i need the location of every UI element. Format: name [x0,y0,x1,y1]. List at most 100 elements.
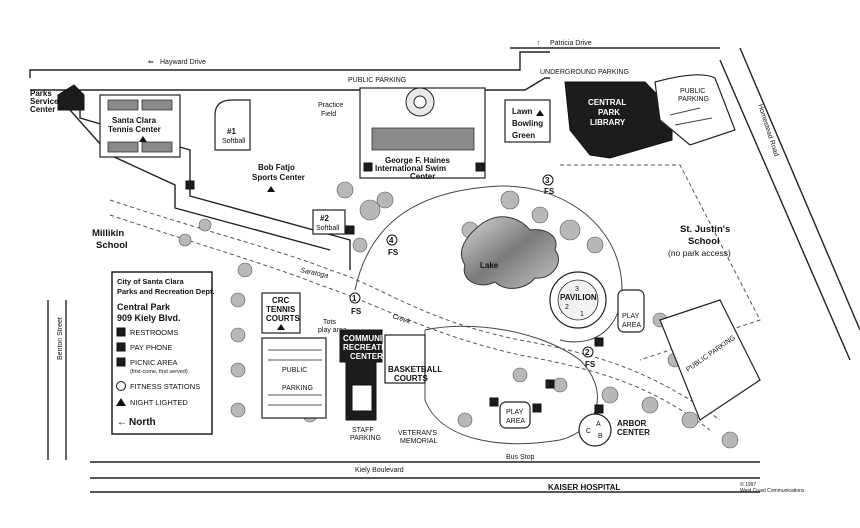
arbor-center: A C B ARBOR CENTER [578,413,650,447]
svg-text:AREA: AREA [506,418,525,425]
pay-phone-icon [116,342,126,352]
public-parking-se: PUBLIC PARKING [659,299,761,421]
pavilion: PAVILION 3 2 1 [549,271,607,329]
svg-text:PARKING: PARKING [282,385,313,392]
svg-text:City of Santa Clara: City of Santa Clara [117,277,185,286]
picnic-area-icon [489,397,499,407]
svg-text:Santa Clara: Santa Clara [112,116,157,125]
public-parking-top-label: PUBLIC PARKING [348,77,406,84]
basketball-courts: BASKETBALL COURTS [384,334,442,384]
homestead-road-label: Homestead Road [756,103,780,157]
kiely-boulevard-label: Kiely Boulevard [355,467,404,474]
fitness-station-4: 4 FS [386,234,399,257]
svg-text:Field: Field [321,111,336,118]
svg-text:STAFF: STAFF [352,427,374,434]
svg-text:LIBRARY: LIBRARY [590,118,626,127]
svg-text:School: School [96,240,128,251]
svg-text:Saratoga: Saratoga [300,267,329,280]
night-lighted-icon [277,324,285,330]
svg-text:Millikin: Millikin [92,228,124,239]
svg-text:play area: play area [318,327,347,334]
svg-text:CENTRAL: CENTRAL [588,98,626,107]
bob-fatjo-sports-center: Bob Fatjo Sports Center [252,163,305,192]
svg-text:PLAY: PLAY [506,409,524,416]
svg-text:Tennis Center: Tennis Center [108,125,161,134]
svg-text:CENTER: CENTER [617,428,650,437]
svg-text:(no park access): (no park access) [668,248,731,258]
lawn-bowling-green: Lawn Bowling Green [504,99,551,143]
restroom-icon [594,404,604,414]
svg-text:FITNESS STATIONS: FITNESS STATIONS [130,382,200,391]
community-recreation-center: Tots play area COMMUNITY RECREATION CENT… [318,319,396,442]
softball-field-2: #2 Softball [312,209,346,235]
svg-text:PICNIC AREA: PICNIC AREA [130,358,178,367]
svg-text:RESTROOMS: RESTROOMS [130,328,178,337]
svg-text:CENTER: CENTER [350,352,383,361]
svg-text:RECREATION: RECREATION [343,343,396,352]
svg-text:PAVILION: PAVILION [560,293,597,302]
svg-text:3: 3 [575,286,579,293]
svg-text:4: 4 [389,236,394,245]
legend: City of Santa Clara Parks and Recreation… [111,271,215,435]
patricia-drive-label: Patricia Drive [550,40,592,47]
night-lighted-icon [116,398,126,406]
saratoga-creek: Saratoga Creek [109,199,721,431]
fitness-station-3: 3 FS [542,174,555,196]
svg-text:NIGHT LIGHTED: NIGHT LIGHTED [130,398,188,407]
svg-text:Lawn: Lawn [512,107,533,116]
svg-text:2: 2 [565,304,569,311]
svg-text:© 1997: © 1997 [740,481,756,488]
pay-phone-icon [185,180,195,190]
svg-text:C: C [586,428,591,435]
svg-text:PUBLIC: PUBLIC [680,88,705,95]
play-area-east: PLAY AREA [617,289,645,333]
svg-text:PARK: PARK [598,108,620,117]
svg-text:1: 1 [352,294,357,303]
svg-text:MEMORIAL: MEMORIAL [400,438,437,445]
svg-text:FS: FS [388,248,399,257]
svg-text:PARKING: PARKING [678,96,709,103]
svg-text:VETERAN'S: VETERAN'S [398,430,437,437]
svg-text:AREA: AREA [622,322,641,329]
svg-text:Bob Fatjo: Bob Fatjo [258,163,295,172]
svg-text:Green: Green [512,131,535,140]
night-lighted-icon [267,186,275,192]
underground-parking-label: UNDERGROUND PARKING [540,69,629,76]
svg-text:1: 1 [580,311,584,318]
north-arrow-icon: ← [117,417,127,428]
svg-text:Lake: Lake [480,261,499,270]
svg-text:George F. Haines: George F. Haines [385,156,450,165]
fitness-stations: 1 FS 2 FS 3 FS 4 FS [349,174,596,369]
svg-text:2: 2 [585,348,590,357]
public-parking-ne: PUBLIC PARKING [654,74,736,146]
svg-text:#1: #1 [227,127,236,136]
swim-center: PUBLIC PARKING George F. Haines Internat… [348,77,486,181]
benton-street-label: Benton Street [57,317,64,360]
central-park-library: UNDERGROUND PARKING CENTRAL PARK LIBRARY [540,69,673,159]
fitness-station-1: 1 FS [349,292,362,316]
svg-text:COURTS: COURTS [266,314,300,323]
svg-text:Central Park: Central Park [117,302,171,312]
svg-text:3: 3 [545,176,550,185]
public-parking-west: PUBLIC PARKING [261,337,327,419]
svg-text:PARKING: PARKING [350,435,381,442]
svg-text:Bowling: Bowling [512,119,543,128]
svg-text:International Swim: International Swim [375,164,446,173]
svg-text:Center: Center [410,172,435,181]
svg-text:FS: FS [544,187,555,196]
svg-text:Practice: Practice [318,102,343,109]
road-network [29,47,860,493]
crc-tennis-courts: CRC TENNIS COURTS [261,292,301,334]
svg-text:909 Kiely Blvd.: 909 Kiely Blvd. [117,313,181,323]
arrow-left-icon: ⇐ [148,59,154,66]
svg-text:#2: #2 [320,214,329,223]
svg-text:Softball: Softball [222,138,246,145]
santa-clara-tennis-center: Santa Clara Tennis Center [99,94,181,158]
fitness-station-2: 2 FS [582,346,596,369]
svg-text:CRC: CRC [272,296,290,305]
night-lighted-icon [139,136,147,142]
bus-stop-label: Bus Stop [506,454,535,461]
restroom-icon [345,225,355,235]
svg-text:PAY PHONE: PAY PHONE [130,343,173,352]
